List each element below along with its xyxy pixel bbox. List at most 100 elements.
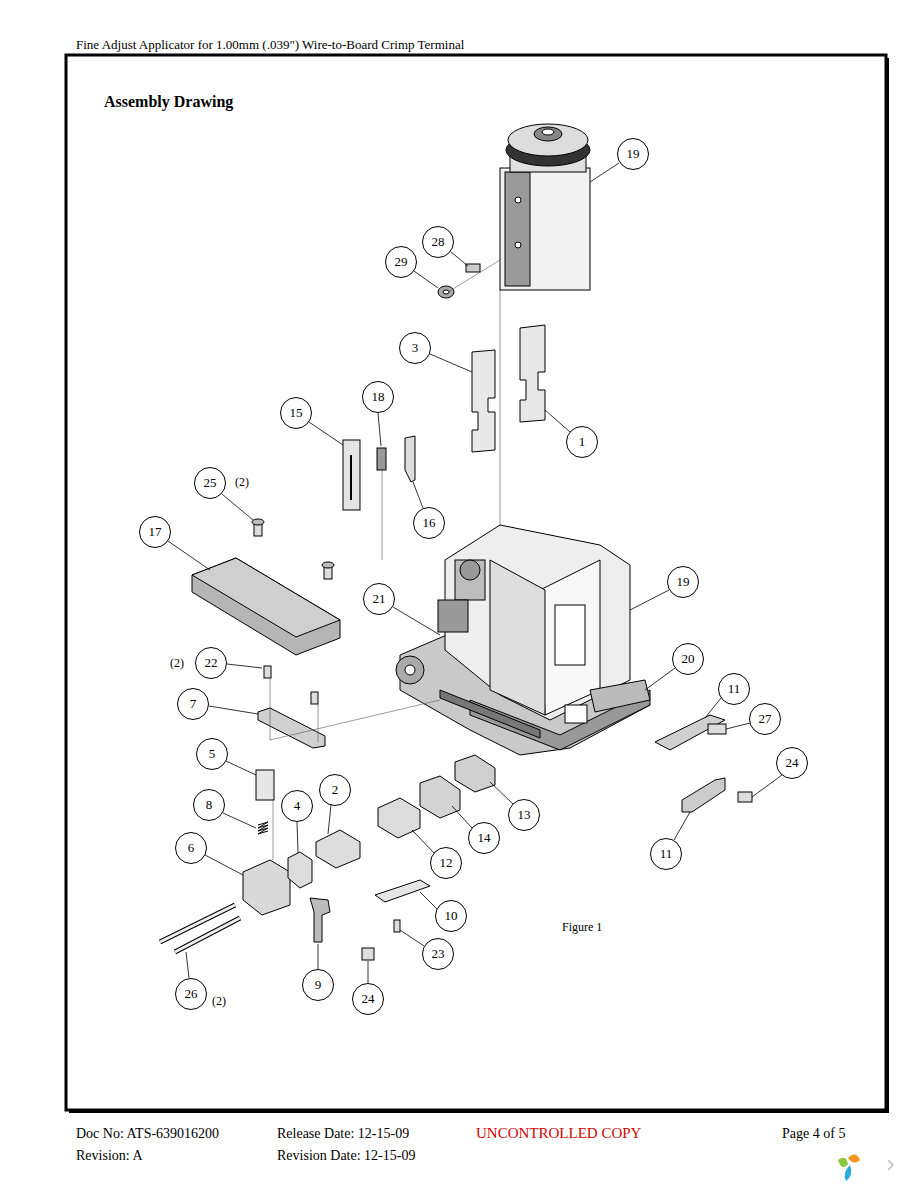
callout-number: 3	[412, 340, 419, 356]
callout-number: 6	[188, 840, 195, 856]
feed-finger	[655, 715, 725, 750]
callout-number: 22	[205, 655, 218, 671]
knurled-wheel-top	[508, 124, 588, 156]
cam	[455, 560, 485, 600]
callout-circle: 16	[413, 507, 445, 539]
callout-circle: 11	[718, 673, 750, 705]
callout-number: 1	[579, 434, 586, 450]
callout-number: 13	[518, 807, 531, 823]
callout-number: 26	[185, 986, 198, 1002]
callout-number: 8	[206, 797, 213, 813]
callout-number: 18	[372, 389, 385, 405]
hole	[515, 197, 521, 203]
footer-text: Doc No: ATS-639016200	[76, 1126, 219, 1142]
blade	[405, 436, 415, 482]
callout-circle: 10	[435, 900, 467, 932]
callout-circle: 1	[566, 426, 598, 458]
figure-caption: Figure 1	[562, 921, 602, 935]
callout-number: 7	[190, 696, 197, 712]
callout-circle: 19	[667, 566, 699, 598]
callout-number: 25	[204, 475, 217, 491]
callout-number: 16	[423, 515, 436, 531]
footer-text: Revision Date: 12-15-09	[277, 1148, 415, 1164]
screw	[362, 948, 374, 960]
callout-circle: 26	[175, 978, 207, 1010]
callout-circle: 5	[196, 738, 228, 770]
footer-text: Release Date: 12-15-09	[277, 1126, 409, 1142]
callout-circle: 9	[302, 969, 334, 1001]
callout-circle: 22	[195, 647, 227, 679]
callout-number: 2	[332, 782, 339, 798]
screw	[738, 792, 752, 802]
screw	[466, 264, 480, 272]
callout-number: 24	[786, 755, 799, 771]
anvil	[316, 830, 360, 868]
block	[455, 755, 495, 792]
parts	[160, 124, 752, 960]
callout-circle: 13	[508, 799, 540, 831]
ram-plate	[343, 440, 360, 510]
frame-side	[490, 560, 545, 715]
callout-circle: 23	[422, 938, 454, 970]
bolt	[160, 905, 235, 942]
spacer	[377, 448, 386, 470]
callout-circle: 27	[749, 703, 781, 735]
callout-number: 24	[362, 991, 375, 1007]
screw-head	[322, 562, 334, 568]
strip-plate	[258, 708, 325, 748]
anvil-block	[565, 705, 587, 723]
drawing-title: Assembly Drawing	[104, 93, 233, 111]
callout-number: 19	[677, 574, 690, 590]
cutter	[310, 898, 330, 942]
callout-circle: 21	[363, 583, 395, 615]
feed-wheel	[396, 656, 424, 684]
footer-text: Revision: A	[76, 1148, 143, 1164]
callout-number: 29	[395, 254, 408, 270]
callout-circle: 11	[650, 838, 682, 870]
nameplate	[555, 605, 585, 665]
pawl	[682, 778, 725, 812]
callout-number: 11	[728, 681, 741, 697]
callout-number: 20	[682, 651, 695, 667]
callout-number: 10	[445, 908, 458, 924]
callout-circle: 2	[319, 774, 351, 806]
border-shadow	[69, 1111, 889, 1113]
callout-circle: 24	[352, 983, 384, 1015]
callout-circle: 17	[139, 516, 171, 548]
spring	[258, 822, 268, 834]
cam-wheel	[460, 560, 480, 580]
callout-number: 27	[759, 711, 772, 727]
bolt	[175, 918, 240, 952]
corner-icon	[838, 1154, 893, 1181]
slot	[350, 455, 352, 500]
shim	[375, 880, 430, 902]
callout-circle: 24	[776, 747, 808, 779]
callout-number: 21	[373, 591, 386, 607]
guard	[192, 558, 340, 655]
callout-number: 19	[627, 146, 640, 162]
guide	[256, 770, 274, 800]
wheel-hub	[534, 127, 562, 141]
callout-circle: 14	[468, 822, 500, 854]
quantity-note: (2)	[170, 657, 184, 671]
page-border	[66, 55, 886, 1110]
callout-number: 5	[209, 746, 216, 762]
callout-circle: 18	[362, 381, 394, 413]
callout-circle: 8	[193, 789, 225, 821]
block	[438, 600, 468, 632]
plate	[472, 350, 495, 452]
callout-number: 9	[315, 977, 322, 993]
callout-circle: 12	[430, 847, 462, 879]
callout-number: 11	[660, 846, 673, 862]
screw	[708, 724, 726, 734]
nut	[438, 286, 454, 298]
callout-circle: 6	[175, 832, 207, 864]
feed-hub	[405, 665, 415, 675]
guard-top	[192, 558, 340, 637]
callout-circle: 20	[672, 643, 704, 675]
screw-head	[252, 519, 264, 525]
plate	[520, 325, 545, 422]
callout-circle: 3	[399, 332, 431, 364]
